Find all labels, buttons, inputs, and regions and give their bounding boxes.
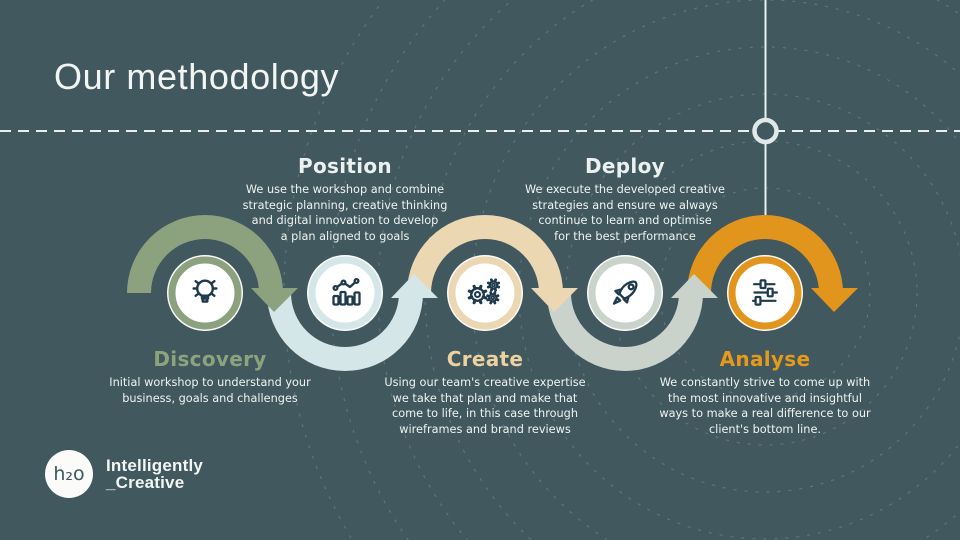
step-label-create: Create xyxy=(446,347,524,371)
arc-discovery xyxy=(127,215,283,293)
rocket-icon xyxy=(612,280,638,305)
step-block-deploy: Deploy We execute the developed creative… xyxy=(500,155,750,244)
node-create xyxy=(447,255,523,331)
arc-create xyxy=(407,215,563,293)
arrowhead-deploy xyxy=(671,274,718,298)
bar-chart-icon xyxy=(332,277,361,306)
step-description-create: Using our team's creative expertise we t… xyxy=(384,376,586,436)
node-position xyxy=(307,255,383,331)
h2o-logo-mark: h₂o xyxy=(45,450,93,498)
step-label-deploy: Deploy xyxy=(585,154,665,178)
node-discovery xyxy=(167,255,243,331)
logo-wordmark-line2: _Creative xyxy=(106,473,185,492)
process-arcs xyxy=(127,215,843,371)
step-description-analyse: We constantly strive to come up with the… xyxy=(659,376,871,436)
company-logo: h₂o Intelligently _Creative xyxy=(45,450,203,498)
timeline-marker-ring xyxy=(752,117,779,145)
arrowhead-position xyxy=(391,274,438,298)
step-label-discovery: Discovery xyxy=(153,347,267,371)
process-nodes xyxy=(167,255,803,331)
step-block-create: Create Using our team's creative experti… xyxy=(360,348,610,437)
arrowhead-analyse xyxy=(811,288,858,312)
arrowhead-create xyxy=(531,288,578,312)
logo-wordmark-line1: Intelligently xyxy=(106,455,204,475)
step-description-deploy: We execute the developed creative strate… xyxy=(525,183,725,243)
node-deploy xyxy=(587,255,663,331)
step-block-analyse: Analyse We constantly strive to come up … xyxy=(640,348,890,437)
step-label-position: Position xyxy=(298,154,392,178)
arrowhead-discovery xyxy=(251,288,298,312)
page-title: Our methodology xyxy=(54,56,340,97)
sliders-icon xyxy=(751,279,779,306)
lightbulb-icon xyxy=(192,279,218,303)
gears-icon xyxy=(467,278,501,305)
node-analyse xyxy=(727,255,803,331)
arc-position xyxy=(267,293,423,371)
logo-wordmark: Intelligently _Creative xyxy=(106,455,204,492)
step-block-discovery: Discovery Initial workshop to understand… xyxy=(85,348,335,406)
step-label-analyse: Analyse xyxy=(719,347,811,371)
step-block-position: Position We use the workshop and combine… xyxy=(220,155,470,244)
arc-analyse xyxy=(687,215,843,293)
process-arrows xyxy=(251,274,858,312)
step-description-discovery: Initial workshop to understand your busi… xyxy=(109,376,311,405)
step-description-position: We use the workshop and combine strategi… xyxy=(242,183,448,243)
arc-deploy xyxy=(547,293,703,371)
